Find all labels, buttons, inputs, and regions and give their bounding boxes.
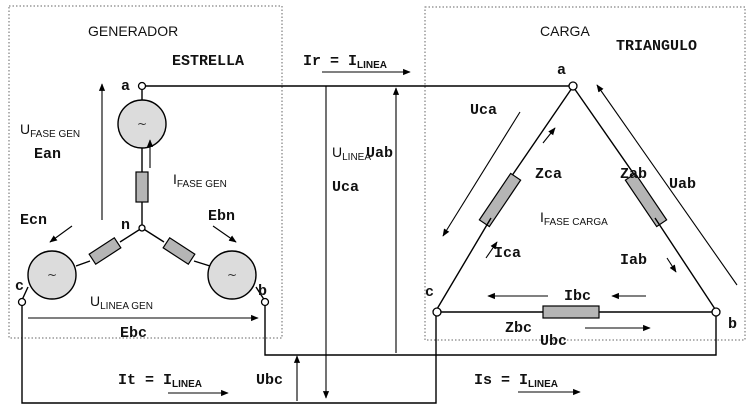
load-title: CARGA xyxy=(540,23,590,39)
uca-load-label: Uca xyxy=(470,102,497,119)
load-node-b-label: b xyxy=(728,316,737,333)
gen-terminal-b xyxy=(260,297,270,307)
load-node-c-label: c xyxy=(425,284,434,301)
is-label: Is = ILINEA xyxy=(474,372,558,390)
gen-node-b-label: b xyxy=(258,283,267,300)
ubc-line-label: Ubc xyxy=(256,372,283,389)
load-box xyxy=(424,6,746,341)
wire-load-ca-2 xyxy=(436,217,492,310)
wire-load-ab-1 xyxy=(573,87,639,181)
gen-source-a xyxy=(117,99,167,149)
gen-terminal-a xyxy=(137,81,147,91)
load-impedance-bc xyxy=(542,305,600,319)
source-a-symbol: ~ xyxy=(137,117,147,131)
generator-connection: ESTRELLA xyxy=(172,53,244,70)
uca-line-label: Uca xyxy=(332,179,359,196)
u-linea-gen-label: ULINEA GEN xyxy=(90,293,153,312)
ecn-label: Ecn xyxy=(20,212,47,229)
source-b-symbol: ~ xyxy=(227,268,237,282)
u-linea-label: ULINEA xyxy=(332,144,371,163)
ebc-label: Ebc xyxy=(120,325,147,342)
ibc-label: Ibc xyxy=(564,288,591,305)
load-node-b xyxy=(711,307,721,317)
wire-load-ca-1 xyxy=(508,87,573,181)
wire-gen-b-2 xyxy=(193,260,211,267)
gen-node-n-label: n xyxy=(121,217,130,234)
gen-node-a-label: a xyxy=(121,78,130,95)
u-fase-gen-label: UFASE GEN xyxy=(20,121,80,140)
wire-gen-c-2 xyxy=(75,260,91,267)
zca-label: Zca xyxy=(535,166,562,183)
load-node-a xyxy=(568,81,578,91)
zbc-label: Zbc xyxy=(505,320,532,337)
load-impedance-ca xyxy=(478,172,522,228)
wire-gen-c-term xyxy=(21,286,29,301)
ean-label: Ean xyxy=(34,146,61,163)
uab-line-label: Uab xyxy=(366,145,393,162)
i-fase-gen-label: IFASE GEN xyxy=(173,171,227,190)
gen-impedance-c xyxy=(88,236,122,266)
ebn-arrow xyxy=(212,225,237,243)
zab-label: Zab xyxy=(620,166,647,183)
line-t xyxy=(21,305,437,404)
gen-terminal-c xyxy=(17,297,27,307)
uab-load-label: Uab xyxy=(669,176,696,193)
gen-node-c-label: c xyxy=(15,278,24,295)
ecn-arrow xyxy=(49,225,73,243)
load-node-a-label: a xyxy=(557,62,566,79)
iab-label: Iab xyxy=(620,252,647,269)
ir-label: Ir = ILINEA xyxy=(303,53,387,71)
load-node-c xyxy=(432,307,442,317)
gen-impedance-a xyxy=(135,171,149,203)
load-impedance-ab xyxy=(624,172,668,228)
wire-gen-c-1 xyxy=(119,227,143,243)
line-s xyxy=(264,305,717,356)
wire-gen-b-1 xyxy=(141,227,165,243)
gen-impedance-b xyxy=(162,236,196,266)
uca-load-arrow xyxy=(442,111,521,237)
source-c-symbol: ~ xyxy=(47,268,57,282)
gen-source-c xyxy=(27,250,77,300)
wire-load-ab-2 xyxy=(654,217,716,310)
uab-load-arrow xyxy=(596,84,738,286)
it-label: It = ILINEA xyxy=(118,372,202,390)
load-connection: TRIANGULO xyxy=(616,38,697,55)
i-ca-upper-arrow xyxy=(542,127,556,144)
gen-source-b xyxy=(207,250,257,300)
generator-box xyxy=(8,5,283,339)
iab-arrow xyxy=(666,257,677,273)
ica-arrow xyxy=(485,241,498,259)
i-fase-carga-label: IFASE CARGA xyxy=(540,209,608,228)
ica-label: Ica xyxy=(494,245,521,262)
ebn-label: Ebn xyxy=(208,208,235,225)
gen-node-n xyxy=(138,224,146,232)
ubc-load-label: Ubc xyxy=(540,333,567,350)
generator-title: GENERADOR xyxy=(88,23,178,39)
